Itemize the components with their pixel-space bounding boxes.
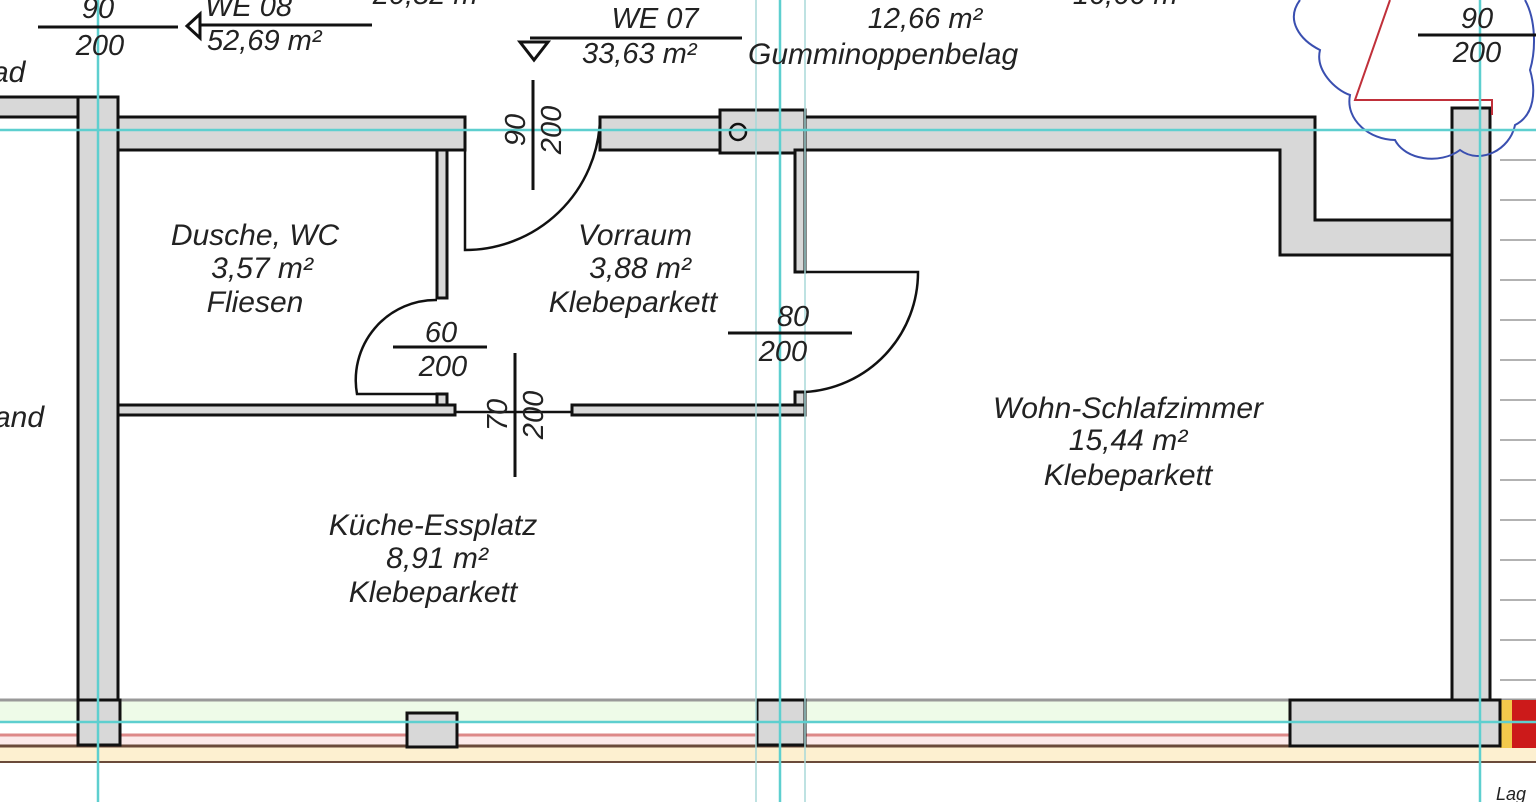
unit-marker-icon [184,10,202,42]
revision-line [1353,0,1493,115]
room-area: 15,44 m² [1069,424,1188,457]
door-dim-1: 90 200 [38,0,178,62]
unit-area: 52,69 m² [207,25,323,57]
door-height: 200 [75,30,124,62]
unit-label: WE 08 [205,0,292,23]
partial-area-label: 12,66 m² [868,3,984,35]
room-floor: Klebeparkett [349,576,519,609]
room-wohn-schlafzimmer: Wohn-Schlafzimmer 15,44 m² Klebeparkett [993,392,1264,492]
room-floor: Fliesen [207,286,304,319]
room-floor: Klebeparkett [549,286,719,319]
door-width: 90 [500,114,532,146]
room-name: Vorraum [578,219,692,252]
room-name: Wohn-Schlafzimmer [993,392,1264,425]
door-height: 200 [758,336,807,368]
door-height: 200 [418,351,467,383]
door-width: 90 [82,0,114,25]
revision-cloud [1293,0,1536,160]
unit-label: WE 07 [611,3,700,35]
room-area: 3,88 m² [589,252,692,285]
door-height: 200 [1452,37,1501,69]
unit-we08: WE 08 52,69 m² [184,0,372,57]
unit-we07: WE 07 33,63 m² [516,3,742,70]
door-dim-3: 90 200 [1418,3,1536,69]
door-height: 200 [536,106,568,155]
door-swings [354,119,920,414]
partial-area-label: 20,82 m² [372,0,489,11]
walls [0,95,1502,749]
room-dusche-wc: Dusche, WC 3,57 m² Fliesen [171,219,340,319]
door-width: 70 [482,399,514,431]
room-kueche-essplatz: Küche-Essplatz 8,91 m² Klebeparkett [329,509,537,609]
door-dim-6: 80 200 [728,301,852,368]
room-area: 8,91 m² [386,542,489,575]
unit-marker-icon [516,40,552,63]
floor-label: Gumminoppenbelag [748,38,1018,71]
door-dim-2: 90 200 [500,80,568,190]
partial-room-label: ad [0,56,27,89]
door-height: 200 [518,391,550,440]
room-area: 3,57 m² [211,252,314,285]
partial-room-label: and [0,401,45,434]
partial-label: Lag [1496,784,1526,802]
door-width: 60 [425,317,457,349]
column-icon [728,122,748,142]
room-floor: Klebeparkett [1044,459,1214,492]
door-width: 80 [777,301,809,333]
door-dim-5: 70 200 [482,353,550,477]
room-name: Küche-Essplatz [329,509,537,542]
unit-area: 33,63 m² [582,38,698,70]
door-dim-4: 60 200 [393,317,487,383]
door-width: 90 [1461,3,1493,35]
room-vorraum: Vorraum 3,88 m² Klebeparkett [549,219,719,319]
partial-area-label: 16,66 m² [1073,0,1189,11]
room-name: Dusche, WC [171,219,340,252]
